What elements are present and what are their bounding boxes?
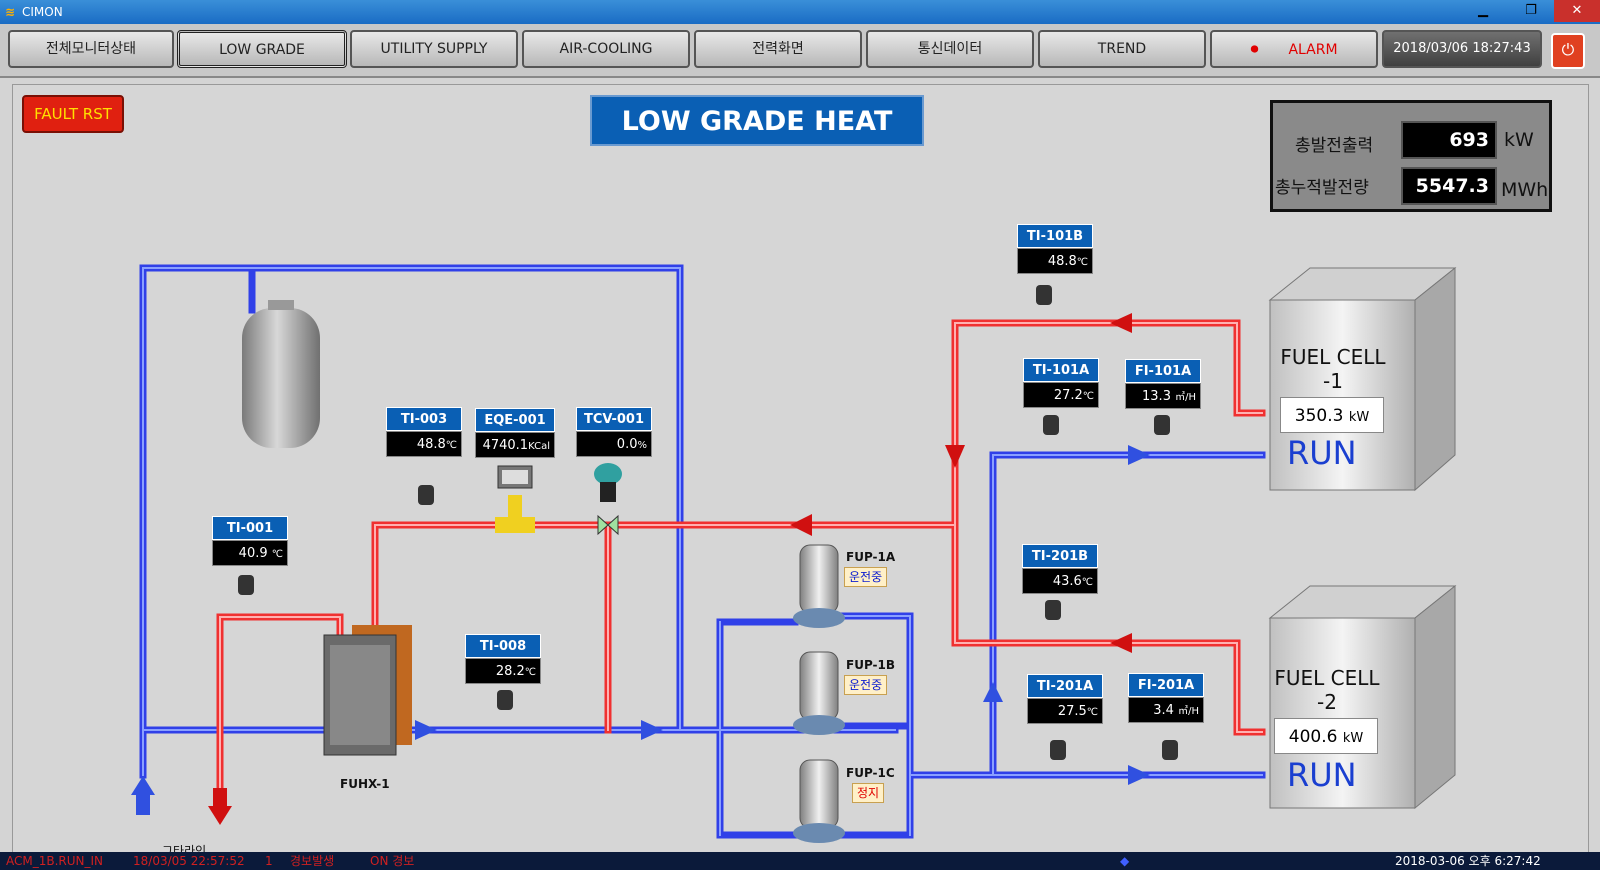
menu-datetime: 2018/03/06 18:27:43 bbox=[1382, 30, 1542, 68]
tag-ti-101a[interactable]: TI-101A 27.2℃ bbox=[1023, 358, 1099, 408]
tag-value: 48.8℃ bbox=[386, 431, 462, 457]
tag-eqe-001[interactable]: EQE-001 4740.1KCal bbox=[475, 408, 555, 458]
menu-alarm[interactable]: ⏺ ALARM bbox=[1210, 30, 1378, 68]
pump-1b-status[interactable]: 운전중 bbox=[844, 675, 888, 695]
tag-value: 13.3 ㎥/H bbox=[1125, 383, 1201, 409]
power-icon[interactable]: ⏻ bbox=[1551, 33, 1585, 69]
alarm-siren-icon: ⏺ bbox=[1250, 39, 1259, 58]
fault-reset-button[interactable]: FAULT RST bbox=[22, 95, 124, 133]
pump-1c-status[interactable]: 정지 bbox=[852, 783, 885, 803]
tag-value: 27.2℃ bbox=[1023, 382, 1099, 408]
tag-ti-008[interactable]: TI-008 28.2℃ bbox=[465, 634, 541, 684]
window-title: CIMON bbox=[22, 5, 63, 19]
tag-ti-201a[interactable]: TI-201A 27.5℃ bbox=[1027, 674, 1103, 724]
menu-comm-data[interactable]: 통신데이터 bbox=[866, 30, 1034, 68]
tag-name: TI-201B bbox=[1022, 544, 1098, 568]
tag-fi-101a[interactable]: FI-101A 13.3 ㎥/H bbox=[1125, 359, 1201, 409]
total-output-unit: kW bbox=[1504, 129, 1534, 151]
tag-value: 3.4 ㎥/H bbox=[1128, 697, 1204, 723]
tag-value: 27.5℃ bbox=[1027, 698, 1103, 724]
menu-power-screen[interactable]: 전력화면 bbox=[694, 30, 862, 68]
tag-name: TI-001 bbox=[212, 516, 288, 540]
close-icon[interactable]: ✕ bbox=[1554, 0, 1600, 22]
total-output-value: 693 bbox=[1401, 121, 1497, 159]
alarm-label: ALARM bbox=[1288, 42, 1338, 58]
fuel-cell-2-output: 400.6 kW bbox=[1274, 718, 1378, 754]
network-icon: ◆ bbox=[1120, 854, 1130, 868]
fuel-cell-1-output: 350.3 kW bbox=[1280, 397, 1384, 433]
tag-value: 48.8℃ bbox=[1017, 248, 1093, 274]
total-output-label: 총발전출력 bbox=[1295, 136, 1374, 156]
menu-low-grade[interactable]: LOW GRADE bbox=[177, 30, 347, 68]
cimon-logo-icon: ≋ bbox=[5, 5, 16, 19]
tag-value: 40.9 ℃ bbox=[212, 540, 288, 566]
fuel-cell-1-state[interactable]: RUN bbox=[1287, 434, 1357, 472]
status-clock: 2018-03-06 오후 6:27:42 bbox=[1395, 854, 1541, 868]
tag-value: 4740.1KCal bbox=[475, 432, 555, 458]
status-bar: ACM_1B.RUN_IN 18/03/05 22:57:52 1 경보발생 O… bbox=[0, 852, 1600, 870]
pump-1a-label: FUP-1A bbox=[846, 550, 896, 564]
status-time: 18/03/05 22:57:52 bbox=[133, 854, 245, 868]
tag-ti-001[interactable]: TI-001 40.9 ℃ bbox=[212, 516, 288, 566]
menu-trend[interactable]: TREND bbox=[1038, 30, 1206, 68]
fuel-cell-2-state[interactable]: RUN bbox=[1287, 756, 1357, 794]
restore-icon[interactable]: ❐ bbox=[1525, 3, 1537, 18]
title-bar: ≋ CIMON ▁ ❐ ✕ bbox=[0, 0, 1600, 24]
tag-name: FI-101A bbox=[1125, 359, 1201, 383]
fuel-cell-1-title: FUEL CELL -1 bbox=[1280, 345, 1386, 393]
pump-1b-label: FUP-1B bbox=[846, 658, 896, 672]
tag-ti-201b[interactable]: TI-201B 43.6℃ bbox=[1022, 544, 1098, 594]
menu-overall-monitor[interactable]: 전체모니터상태 bbox=[8, 30, 174, 68]
tag-name: TI-201A bbox=[1027, 674, 1103, 698]
tag-name: FI-201A bbox=[1128, 673, 1204, 697]
tag-name: TI-101A bbox=[1023, 358, 1099, 382]
tag-ti-101b[interactable]: TI-101B 48.8℃ bbox=[1017, 224, 1093, 274]
tag-value: 0.0% bbox=[576, 431, 652, 457]
tag-name: TCV-001 bbox=[576, 407, 652, 431]
tag-tcv-001[interactable]: TCV-001 0.0% bbox=[576, 407, 652, 457]
cumulative-value: 5547.3 bbox=[1401, 167, 1497, 205]
pump-1a-status[interactable]: 운전중 bbox=[844, 567, 888, 587]
menu-utility-supply[interactable]: UTILITY SUPPLY bbox=[350, 30, 518, 68]
power-summary-panel: 총발전출력 693 kW 총누적발전량 5547.3 MWh bbox=[1270, 100, 1552, 212]
tag-name: EQE-001 bbox=[475, 408, 555, 432]
status-message: 경보발생 bbox=[290, 854, 335, 868]
tag-ti-003[interactable]: TI-003 48.8℃ bbox=[386, 407, 462, 457]
tag-value: 43.6℃ bbox=[1022, 568, 1098, 594]
status-state: ON 경보 bbox=[370, 854, 415, 868]
heat-exchanger-label: FUHX-1 bbox=[340, 777, 390, 791]
cumulative-label: 총누적발전량 bbox=[1275, 178, 1369, 198]
fuel-cell-2-title: FUEL CELL -2 bbox=[1274, 666, 1380, 714]
tag-fi-201a[interactable]: FI-201A 3.4 ㎥/H bbox=[1128, 673, 1204, 723]
status-tag: ACM_1B.RUN_IN bbox=[6, 854, 104, 868]
minimize-icon[interactable]: ▁ bbox=[1478, 3, 1488, 18]
pump-1c-label: FUP-1C bbox=[846, 766, 895, 780]
tag-name: TI-008 bbox=[465, 634, 541, 658]
cumulative-unit: MWh bbox=[1501, 179, 1549, 201]
tag-name: TI-101B bbox=[1017, 224, 1093, 248]
page-title: LOW GRADE HEAT bbox=[590, 95, 924, 146]
status-level: 1 bbox=[265, 854, 273, 868]
tag-value: 28.2℃ bbox=[465, 658, 541, 684]
tag-name: TI-003 bbox=[386, 407, 462, 431]
menu-air-cooling[interactable]: AIR-COOLING bbox=[522, 30, 690, 68]
